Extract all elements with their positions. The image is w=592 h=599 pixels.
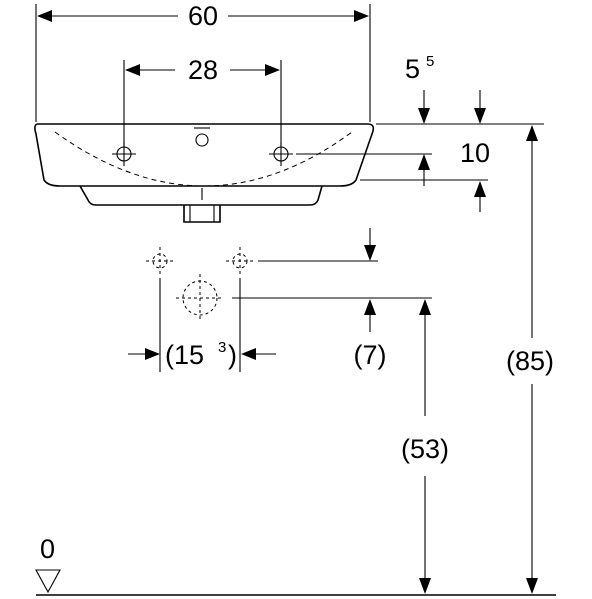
level-marker-icon: [35, 569, 61, 594]
arrow-up-head: [418, 154, 430, 170]
floor-datum: 0: [35, 534, 556, 596]
arrow-right-head: [265, 64, 280, 76]
tap-spacing-label: 28: [188, 55, 218, 85]
arrow-down-head: [364, 245, 376, 261]
supply-spacing-dimension: (15 3 ): [128, 278, 276, 372]
supply-spacing-label: (15: [165, 340, 204, 370]
waste-height-label: (53): [401, 434, 449, 464]
bowl-depth-dimension: 10: [418, 138, 490, 212]
rim-offset-dimension: 5 5: [405, 53, 486, 124]
overall-width-label: 60: [188, 1, 218, 31]
rim-height-label: (85): [506, 346, 554, 376]
washbasin-outline: [34, 123, 375, 206]
supply-spacing-superscript: 3: [218, 339, 226, 356]
supply-offset-dimension: (7): [354, 228, 387, 370]
overall-width-dimension: 60: [35, 1, 371, 122]
rim-height-dimension: (85): [506, 125, 554, 594]
arrow-down-head: [526, 578, 538, 594]
arrow-up-head: [419, 299, 431, 315]
arrow-right-head: [354, 10, 369, 22]
arrow-right-head: [145, 348, 160, 360]
tap-spacing-dimension: 28: [123, 55, 282, 146]
rim-offset-label: 5: [405, 54, 420, 84]
supply-spacing-close: ): [228, 340, 237, 370]
arrow-down-head: [474, 108, 486, 124]
rim-offset-superscript: 5: [426, 53, 434, 70]
bowl-depth-label: 10: [460, 138, 490, 168]
arrow-up-head: [474, 181, 486, 197]
supply-connection-right: [226, 247, 254, 275]
supply-offset-label: (7): [354, 340, 387, 370]
overflow-hole: [194, 127, 210, 147]
supply-connection-left: [146, 247, 174, 275]
waste-connection: [176, 274, 224, 322]
floor-level-label: 0: [40, 534, 55, 564]
arrow-up-head: [364, 299, 376, 315]
arrow-left-head: [241, 348, 256, 360]
waste-outlet: [183, 188, 221, 223]
arrow-up-head: [526, 125, 538, 141]
arrow-left-head: [37, 10, 52, 22]
arrow-left-head: [125, 64, 140, 76]
arrow-down-head: [419, 578, 431, 594]
arrow-down-head: [418, 108, 430, 124]
tap-hole-left: [112, 142, 136, 166]
waste-height-dimension: (53): [401, 299, 449, 594]
